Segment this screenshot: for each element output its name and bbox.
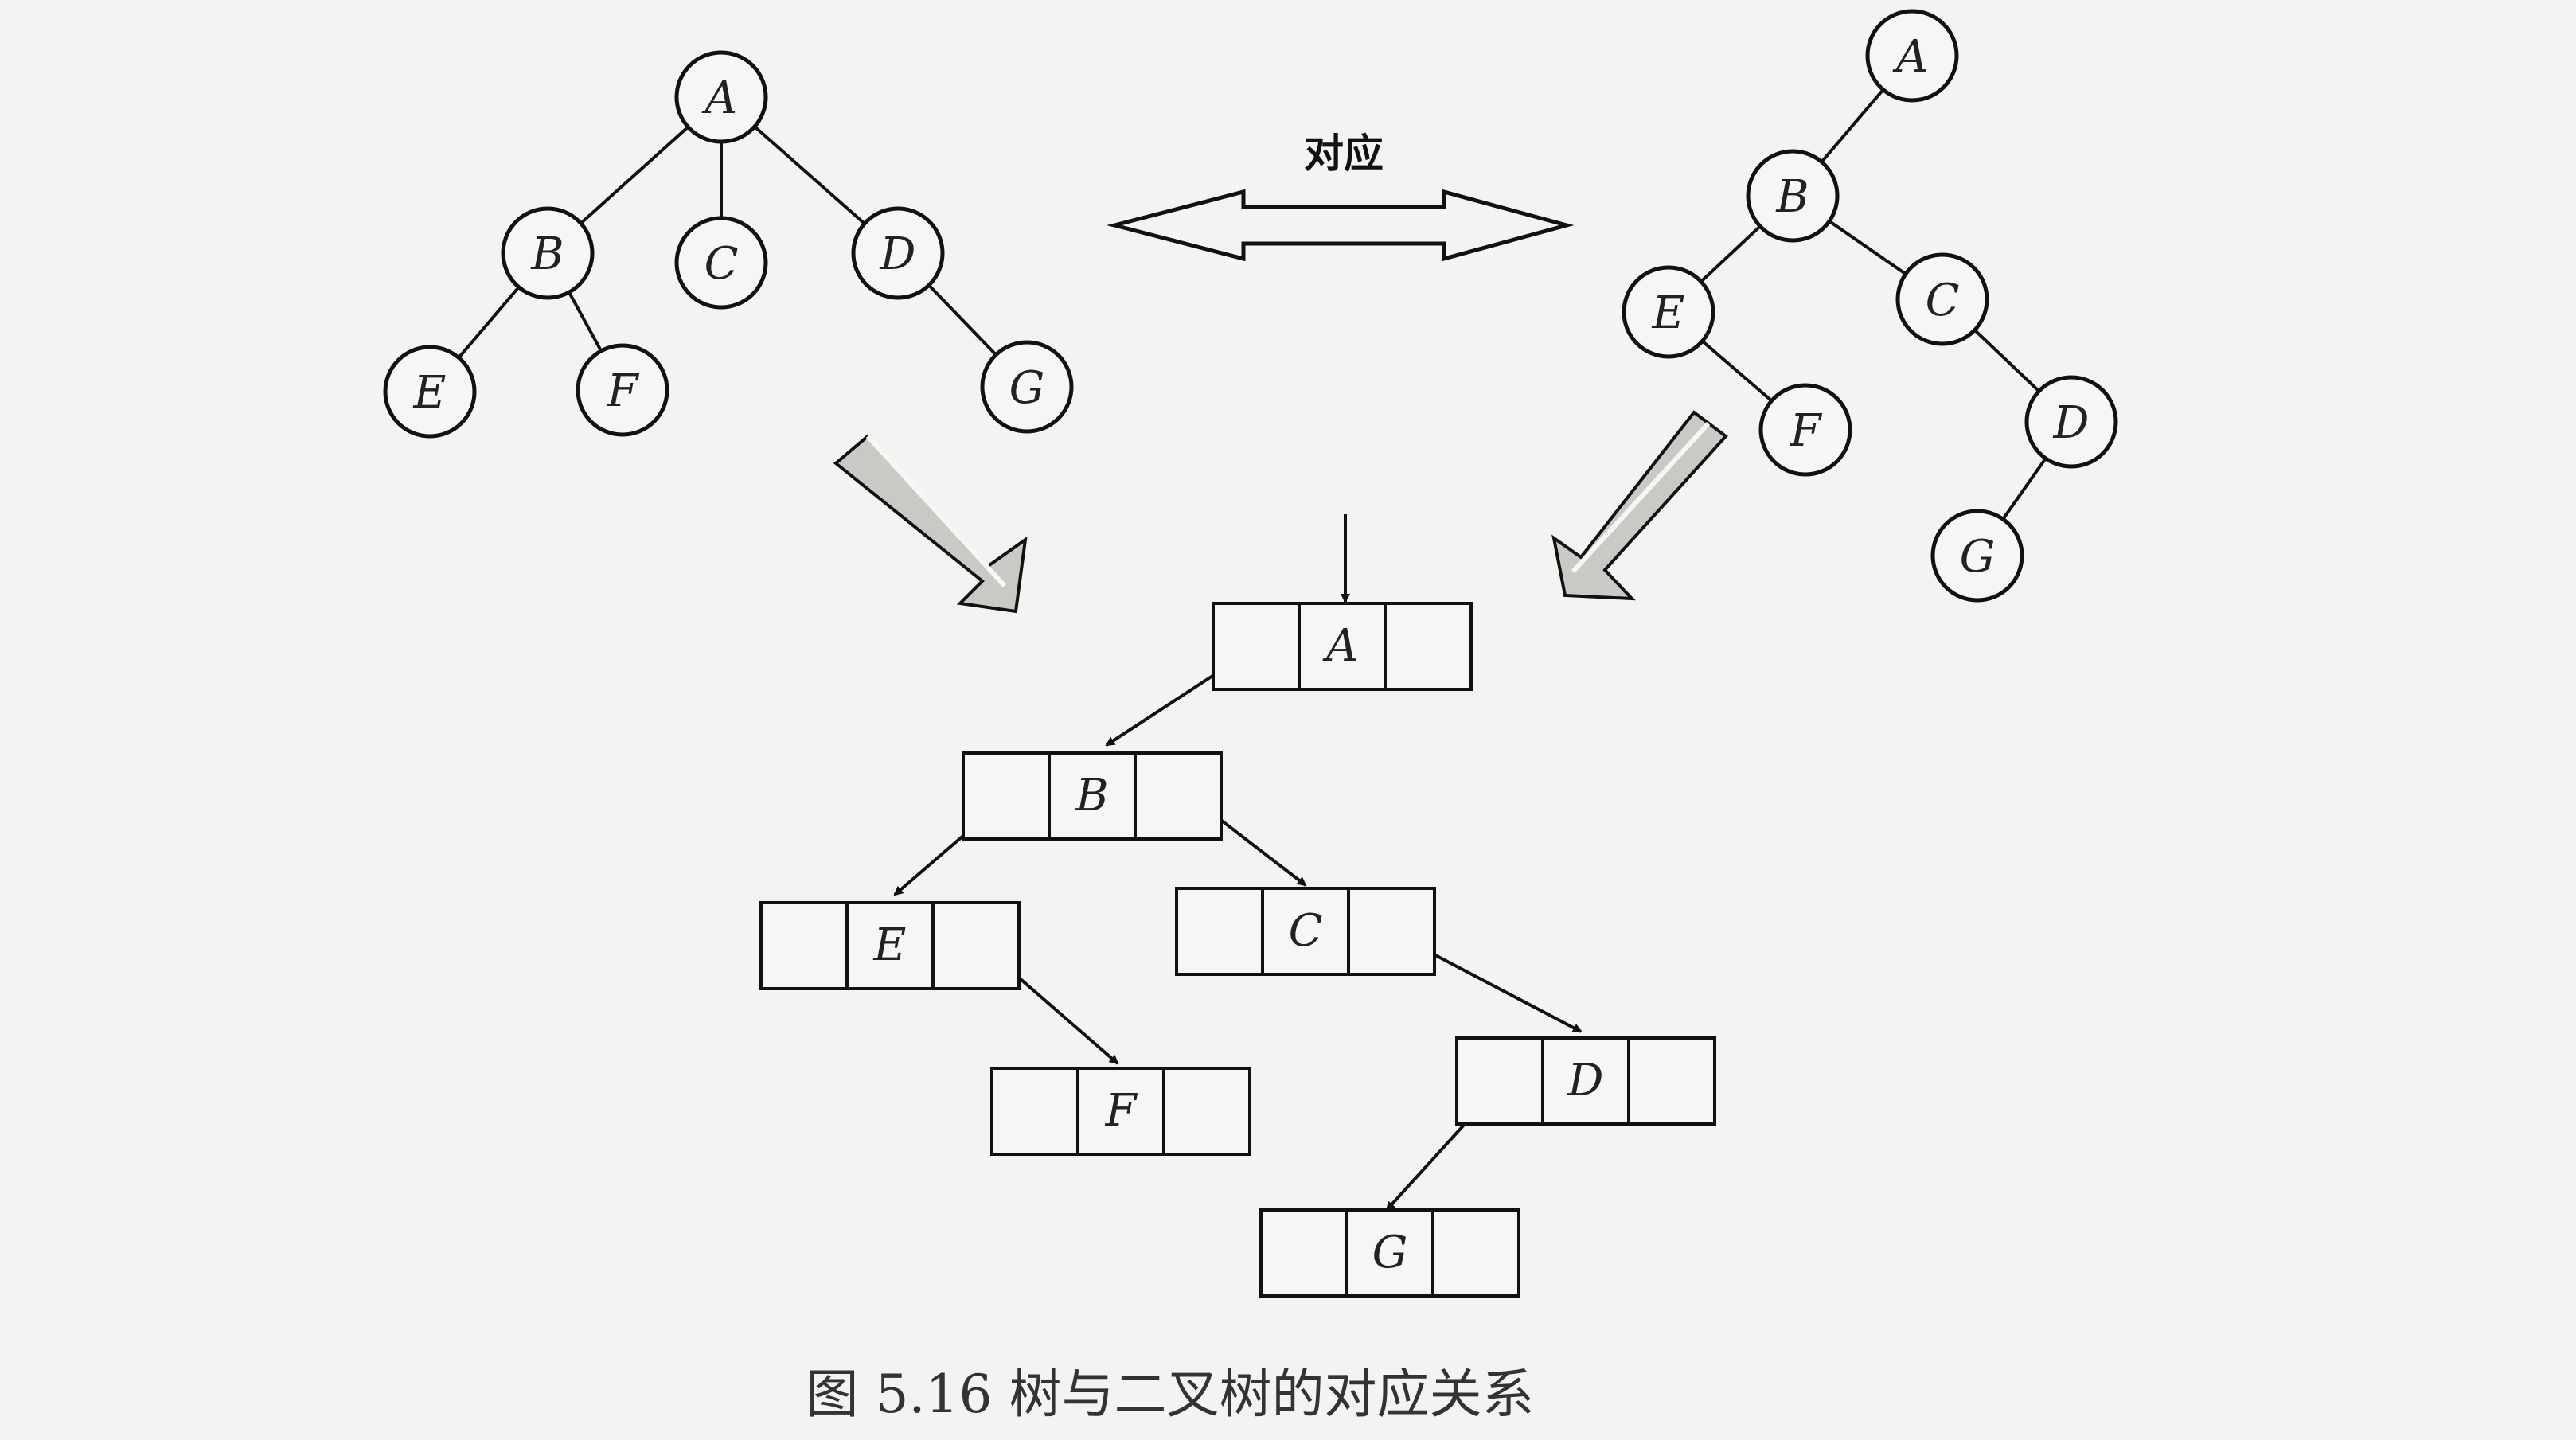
general-node-f-label: F <box>607 365 640 417</box>
storage-record-c: C <box>1175 887 1436 976</box>
general-tree: A B C D E F G <box>383 50 1074 439</box>
general-node-f: F <box>576 343 669 437</box>
binary-node-g-label: G <box>1960 531 1996 583</box>
general-node-d: D <box>851 206 945 300</box>
general-node-g: G <box>980 340 1074 434</box>
storage-record-a-label: A <box>1322 620 1358 672</box>
storage-record-b: B <box>962 751 1223 841</box>
binary-node-e-label: E <box>1652 287 1685 339</box>
left-conversion-arrow <box>833 434 1028 614</box>
storage-record-c-label: C <box>1289 905 1323 957</box>
storage-record-g: G <box>1259 1208 1520 1298</box>
correspondence-arrow <box>1107 189 1575 262</box>
general-node-e: E <box>383 345 477 439</box>
general-node-c: C <box>674 216 768 310</box>
general-node-d-label: D <box>880 228 916 280</box>
general-node-e-label: E <box>413 367 447 419</box>
storage-record-g-label: G <box>1372 1227 1408 1278</box>
figure-caption: 图 5.16 树与二叉树的对应关系 <box>806 1364 1535 1425</box>
binary-node-f-label: F <box>1790 405 1823 457</box>
right-conversion-arrow <box>1551 410 1728 601</box>
binary-node-c: C <box>1895 252 1989 346</box>
storage-record-f: F <box>990 1067 1251 1156</box>
storage-record-b-label: B <box>1075 770 1108 821</box>
binary-node-f: F <box>1758 383 1852 477</box>
storage-record-e: E <box>759 901 1021 990</box>
storage-record-d: D <box>1455 1036 1716 1126</box>
binary-tree: A B E C F D G <box>1622 9 2118 603</box>
general-node-c-label: C <box>704 238 739 290</box>
binary-node-b-label: B <box>1775 171 1809 223</box>
storage-record-a: A <box>1212 602 1473 691</box>
linked-storage: A B E C F D <box>759 602 1716 1298</box>
storage-record-f-label: F <box>1105 1085 1138 1137</box>
general-node-a: A <box>674 50 768 144</box>
binary-node-a-label: A <box>1892 31 1928 83</box>
binary-node-d-label: D <box>2053 397 2090 449</box>
storage-record-d-label: D <box>1567 1055 1604 1106</box>
binary-node-e: E <box>1622 265 1715 359</box>
binary-node-a: A <box>1865 9 1959 103</box>
storage-record-e-label: E <box>873 919 907 971</box>
general-node-g-label: G <box>1009 362 1045 414</box>
binary-node-c-label: C <box>1926 275 1960 326</box>
binary-tree-edges <box>1667 54 2073 557</box>
binary-node-g: G <box>1930 509 2024 603</box>
binary-node-b: B <box>1746 149 1840 243</box>
general-node-b-label: B <box>530 228 564 280</box>
general-node-b: B <box>501 206 595 300</box>
general-node-a-label: A <box>701 72 737 124</box>
correspondence-label: 对应 <box>1304 131 1384 177</box>
binary-node-d: D <box>2024 375 2118 469</box>
